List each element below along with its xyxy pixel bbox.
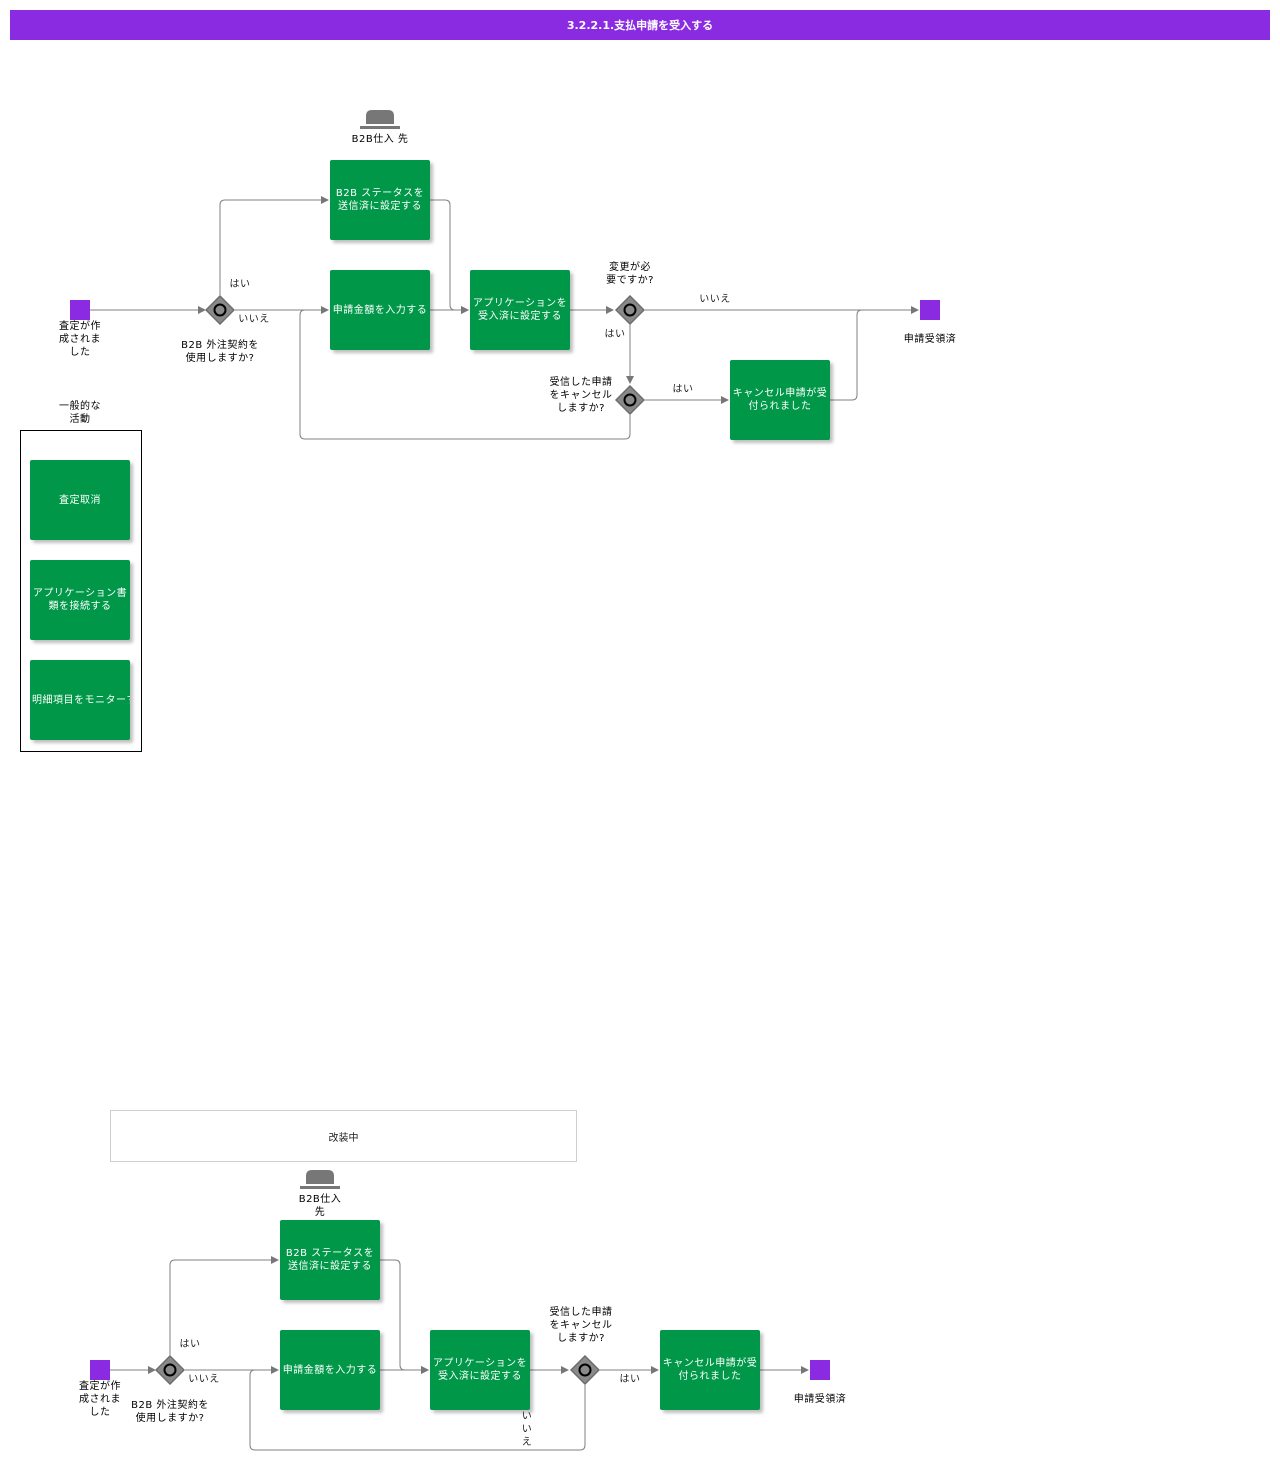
task-set-accepted-2[interactable]: アプリケーションを受入済に設定する	[430, 1330, 530, 1410]
general-activities-group	[20, 430, 142, 752]
supplier-actor-icon	[360, 110, 400, 129]
gateway-b2b-label: B2B 外注契約を 使用しますか?	[181, 340, 259, 364]
gateway-cancel-no-label-2: いいえ	[521, 1411, 533, 1448]
gateway-cancel-label-2: 受信した申請 をキャンセル しますか?	[549, 1307, 613, 1344]
gateway-cancel-yes-label-2: はい	[619, 1374, 641, 1385]
start-event-label: 査定が作 成されま した	[59, 321, 101, 358]
task-cancel-accepted-2[interactable]: キャンセル申請が受付られました	[660, 1330, 760, 1410]
task-set-b2b-sent-2[interactable]: B2B ステータスを送信済に設定する	[280, 1220, 380, 1300]
flow2-cancel-no-loop	[249, 1369, 586, 1451]
end-event-2[interactable]	[810, 1360, 830, 1380]
gateway-change-icon[interactable]	[615, 295, 645, 325]
gateway-b2b-no-label: いいえ	[238, 314, 270, 325]
page-title: 3.2.2.1.支払申請を受入する	[10, 10, 1270, 40]
flow-gateway-yes-to-set-sent	[219, 196, 329, 295]
flow-cancel-task-to-end	[830, 309, 863, 401]
gateway-b2b-icon[interactable]	[205, 295, 235, 325]
task-cancel-accepted[interactable]: キャンセル申請が受付られました	[730, 360, 830, 440]
task-set-b2b-sent[interactable]: B2B ステータスを送信済に設定する	[330, 160, 430, 240]
gateway-change-label: 変更が必 要ですか?	[606, 262, 654, 286]
end-event-label: 申請受領済	[903, 334, 957, 345]
gateway-change-no-label: いいえ	[699, 294, 731, 305]
end-event-label-2: 申請受領済	[793, 1394, 847, 1405]
task-monitor-line-items[interactable]: 明細項目をモニターする	[30, 660, 130, 740]
gateway-cancel-icon-2[interactable]	[570, 1355, 600, 1385]
supplier-actor-icon-2	[300, 1170, 340, 1189]
start-event-label-2: 査定が作 成されま した	[79, 1381, 121, 1418]
gateway-b2b-no-label-2: いいえ	[188, 1374, 220, 1385]
task-cancel-assessment[interactable]: 査定取消	[30, 460, 130, 540]
actor-label: B2B仕入 先	[351, 134, 409, 145]
gateway-b2b-yes-label: はい	[229, 279, 251, 290]
gateway-b2b-icon-2[interactable]	[155, 1355, 185, 1385]
gateway-b2b-label-2: B2B 外注契約を 使用しますか?	[131, 1400, 209, 1424]
gateway-b2b-yes-label-2: はい	[179, 1339, 201, 1350]
general-activities-title: 一般的な 活動	[59, 401, 101, 425]
gateway-cancel-label: 受信した申請 をキャンセル しますか?	[549, 377, 613, 414]
start-event-2[interactable]	[90, 1360, 110, 1380]
flow2-gateway-yes-to-set-sent	[169, 1256, 279, 1355]
end-event[interactable]	[920, 300, 940, 320]
flow2-set-sent-to-set-accepted	[380, 1259, 429, 1374]
gateway-change-yes-label: はい	[604, 329, 626, 340]
flow-set-sent-to-set-accepted	[430, 199, 469, 314]
remodeling-note: 改装中	[110, 1110, 577, 1162]
flow-cancel-no-loop	[299, 309, 631, 440]
gateway-cancel-icon[interactable]	[615, 385, 645, 415]
gateway-cancel-yes-label: はい	[672, 384, 694, 395]
actor-label-2: B2B仕入 先	[298, 1194, 342, 1218]
task-attach-documents[interactable]: アプリケーション書類を接続する	[30, 560, 130, 640]
task-enter-amount[interactable]: 申請金額を入力する	[330, 270, 430, 350]
task-enter-amount-2[interactable]: 申請金額を入力する	[280, 1330, 380, 1410]
task-set-accepted[interactable]: アプリケーションを受入済に設定する	[470, 270, 570, 350]
start-event[interactable]	[70, 300, 90, 320]
